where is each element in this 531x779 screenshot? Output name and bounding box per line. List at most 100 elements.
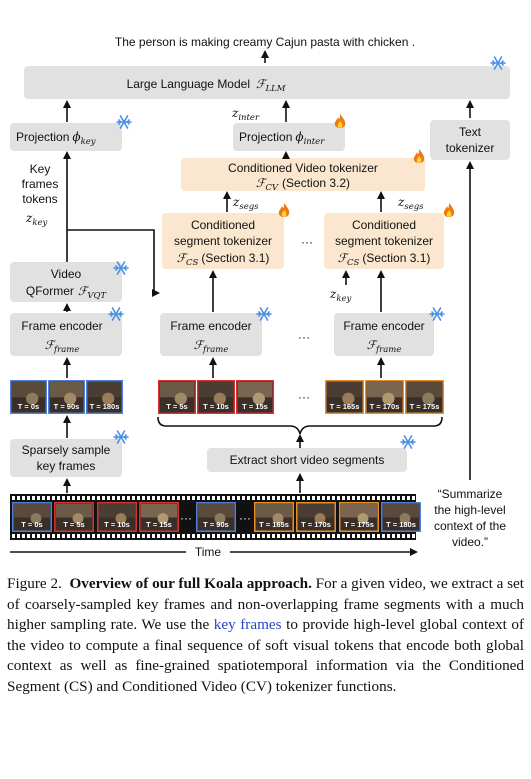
svg-text:ℱCV(Section 3.2): ℱCV(Section 3.2): [256, 176, 350, 193]
timestamp-label: T = 10s: [104, 520, 130, 529]
cv-tokenizer-box: [181, 158, 425, 191]
timestamp-label: T = 175s: [410, 402, 440, 411]
svg-text:Frame encoder: Frame encoder: [343, 319, 424, 333]
frame-encoder-box-seg2: [334, 313, 434, 356]
video-frame-thumbnail: T = 10s: [97, 502, 137, 532]
svg-text:Frame encoder: Frame encoder: [21, 319, 102, 333]
video-film-strip: T = 0s T = 5s T = 10s T = 15s T = 90s T = 165…: [10, 494, 421, 540]
video-frame-thumbnail: T = 90s: [48, 380, 85, 414]
timestamp-label: T = 180s: [90, 402, 120, 411]
sparse-sample-box: [10, 439, 122, 477]
key-frame-thumbnails: T = 0s T = 90s T = 180s: [10, 380, 123, 414]
svg-text:video.”: video.”: [452, 535, 488, 549]
video-frame-thumbnail: T = 165s: [254, 502, 294, 532]
timestamp-label: T = 170s: [370, 402, 400, 411]
frame-encoder-box-seg1: [160, 313, 262, 356]
text-tokenizer-box: [430, 120, 510, 160]
timestamp-label: T = 0s: [21, 520, 42, 529]
timestamp-label: T = 90s: [203, 520, 229, 529]
video-frame-thumbnail: T = 180s: [86, 380, 123, 414]
video-frame-thumbnail: T = 0s: [12, 502, 52, 532]
svg-text:segment tokenizer: segment tokenizer: [335, 234, 433, 248]
architecture-diagram: The person is making creamy Cajun pasta …: [10, 35, 510, 559]
video-frame-thumbnail: T = 15s: [139, 502, 179, 532]
timestamp-label: T = 180s: [386, 520, 416, 529]
svg-text:segment tokenizer: segment tokenizer: [174, 234, 272, 248]
extract-segments-box: [207, 448, 407, 472]
svg-text:Video: Video: [51, 267, 82, 281]
llm-box: [24, 66, 510, 99]
svg-text:ℱframe: ℱframe: [194, 338, 229, 355]
ellipsis-thumbs: ···: [298, 390, 310, 404]
svg-text:key frames: key frames: [37, 459, 96, 473]
projection-inter-box: [233, 123, 345, 151]
timestamp-label: T = 0s: [18, 402, 39, 411]
llm-label: Large Language Model: [127, 77, 250, 91]
z-segs-label-1: zsegs: [232, 195, 259, 212]
cs1-fire-icon: [278, 203, 290, 217]
svg-text:context of the: context of the: [434, 519, 506, 533]
svg-text:Sparsely sample: Sparsely sample: [22, 443, 111, 457]
svg-text:ℱCS(Section 3.1): ℱCS(Section 3.1): [177, 251, 270, 268]
svg-text:Extract short video segments: Extract short video segments: [230, 453, 385, 467]
timestamp-label: T = 165s: [330, 402, 360, 411]
cs-tokenizer-box-2: [324, 213, 444, 269]
key-frames-link[interactable]: key frames: [213, 616, 282, 633]
svg-text:the high-level: the high-level: [434, 503, 505, 517]
video-frame-thumbnail: T = 5s: [158, 380, 196, 414]
timestamp-label: T = 5s: [63, 520, 84, 529]
timestamp-label: T = 165s: [259, 520, 289, 529]
timestamp-label: T = 5s: [166, 402, 187, 411]
output-caption-text: The person is making creamy Cajun pasta …: [115, 35, 415, 49]
svg-text:tokens: tokens: [22, 192, 57, 206]
timestamp-label: T = 15s: [242, 402, 268, 411]
time-axis-label: Time: [195, 545, 222, 559]
svg-text:Conditioned: Conditioned: [191, 218, 255, 232]
video-frame-thumbnail: T = 170s: [365, 380, 404, 414]
segment2-thumbnails: T = 165s T = 170s T = 175s: [325, 380, 444, 414]
timestamp-label: T = 175s: [344, 520, 374, 529]
segment1-thumbnails: T = 5s T = 10s T = 15s: [158, 380, 274, 414]
svg-text:Frame encoder: Frame encoder: [170, 319, 251, 333]
video-frame-thumbnail: T = 175s: [405, 380, 444, 414]
extract-snowflake-icon: [400, 435, 416, 449]
video-frame-thumbnail: T = 175s: [339, 502, 379, 532]
z-inter-label: zinter: [231, 106, 260, 123]
svg-text:frames: frames: [22, 177, 59, 191]
z-segs-label-2: zsegs: [397, 195, 424, 212]
film-ellipsis: ···: [239, 511, 251, 525]
caption-title: Overview of our full Koala approach.: [69, 575, 312, 592]
figure-caption: Figure 2. Overview of our full Koala app…: [7, 575, 525, 695]
svg-text:Conditioned: Conditioned: [352, 218, 416, 232]
projection-inter-fire-icon: [334, 114, 346, 128]
frame-encoder-box-key: [10, 313, 122, 356]
z-key-left-label: zkey: [25, 211, 48, 228]
video-qformer-box: [10, 262, 122, 302]
svg-text:Key: Key: [30, 162, 51, 176]
timestamp-label: T = 170s: [301, 520, 331, 529]
video-frame-thumbnail: T = 180s: [381, 502, 421, 532]
video-frame-thumbnail: T = 165s: [325, 380, 364, 414]
svg-text:Conditioned Video tokenizer: Conditioned Video tokenizer: [228, 161, 378, 175]
timestamp-label: T = 15s: [146, 520, 172, 529]
ellipsis-cs: ···: [301, 235, 313, 249]
cv-fire-icon: [413, 149, 425, 163]
video-frame-thumbnail: T = 10s: [197, 380, 235, 414]
cs2-fire-icon: [443, 203, 455, 217]
projection-key-box: [10, 123, 122, 151]
svg-text:tokenizer: tokenizer: [446, 141, 495, 155]
svg-text:ℱframe: ℱframe: [45, 338, 80, 355]
svg-text:ℱLLM: ℱLLM: [256, 77, 286, 94]
film-ellipsis: ···: [180, 511, 192, 525]
cs-tokenizer-box-1: [162, 213, 284, 269]
ellipsis-encoder: ···: [298, 330, 310, 344]
video-frame-thumbnail: T = 0s: [10, 380, 47, 414]
timestamp-label: T = 10s: [203, 402, 229, 411]
timestamp-label: T = 90s: [54, 402, 80, 411]
svg-text:“Summarize: “Summarize: [438, 487, 503, 501]
svg-text:ℱframe: ℱframe: [367, 338, 402, 355]
video-frame-thumbnail: T = 15s: [236, 380, 274, 414]
